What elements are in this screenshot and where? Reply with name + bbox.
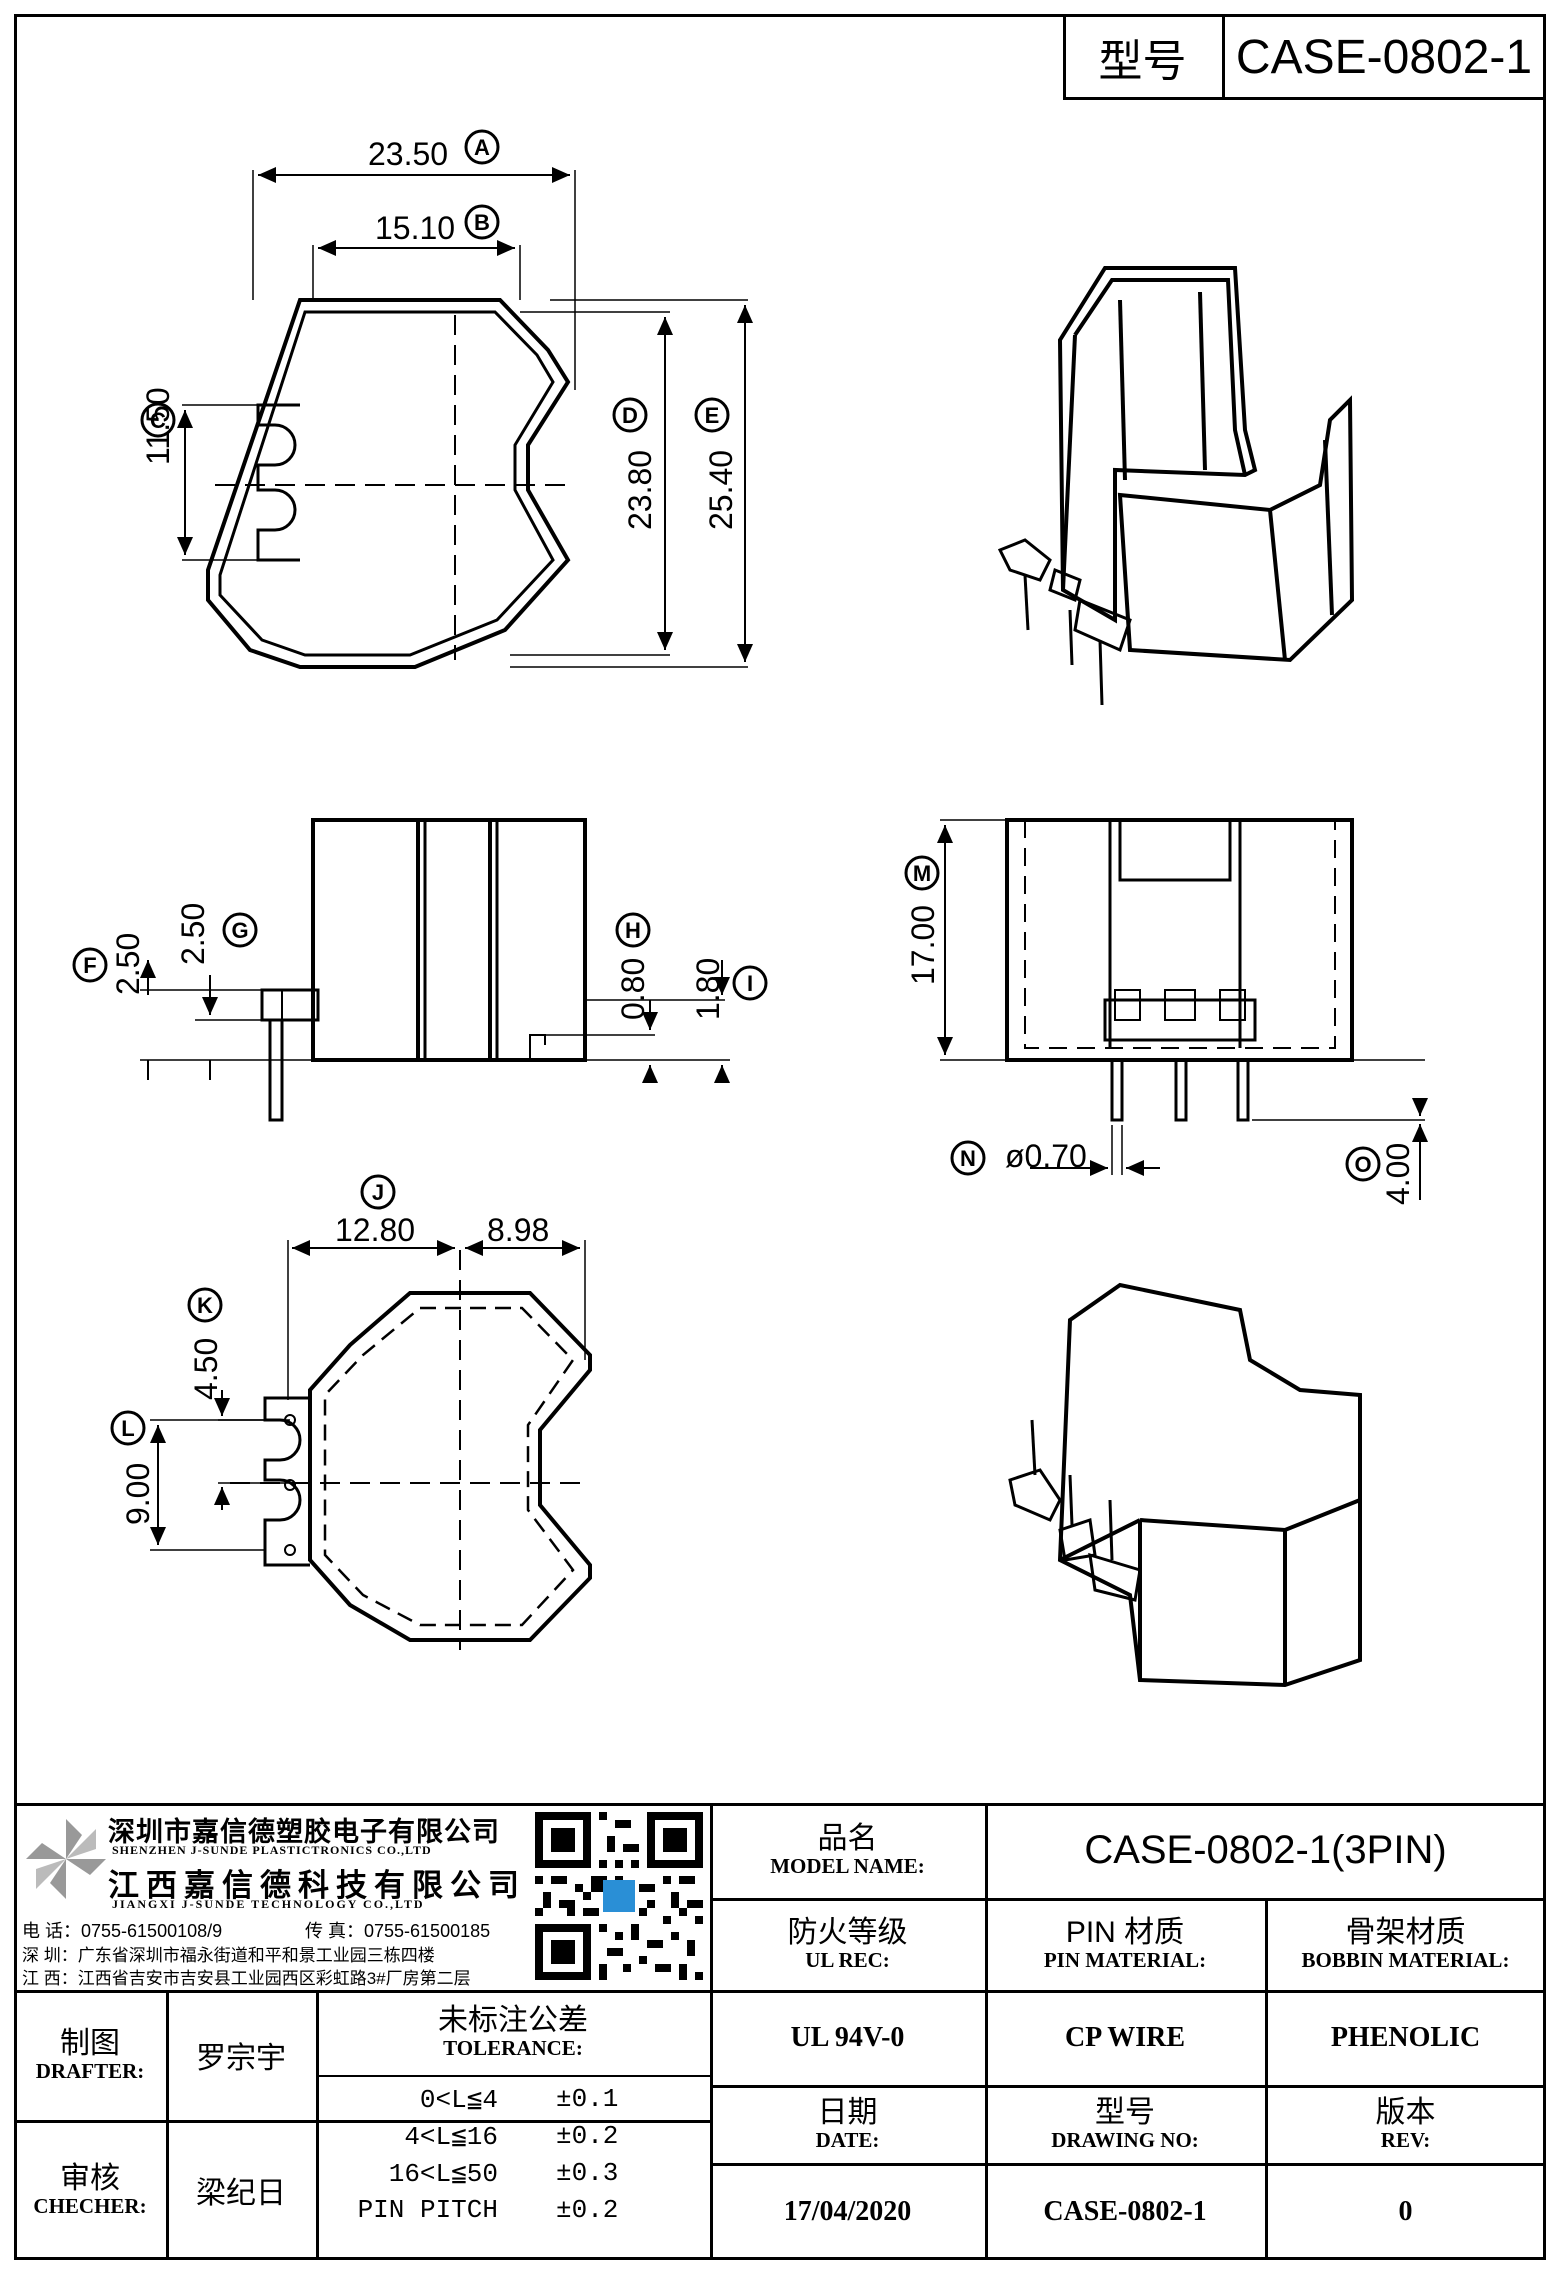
svg-text:E: E [705, 403, 720, 428]
dim-c: 11.50 [140, 387, 176, 465]
ul-label: 防火等级 UL REC: [787, 1915, 908, 1972]
tolerance-row: 16<L≦50 ±0.3 [388, 2158, 619, 2189]
front-view-body [311, 818, 587, 1062]
bobbin-material-label: 骨架材质 BOBBIN MATERIAL: [1301, 1915, 1510, 1972]
dim-f: 2.50 [110, 932, 146, 995]
company-addr-jx: 江 西：江西省吉安市吉安县工业园西区彩虹路3#厂房第二层 [22, 1969, 471, 1988]
dim-l: 9.00 [120, 1462, 156, 1525]
date-value: 17/04/2020 [783, 2195, 912, 2227]
dim-j2: 8.98 [487, 1212, 550, 1248]
callout-c: C [140, 402, 176, 438]
svg-text:M: M [913, 861, 931, 886]
svg-text:F: F [83, 953, 96, 978]
top-view-outline [206, 298, 571, 669]
dim-o: 4.00 [1380, 1142, 1416, 1205]
company-name-jx-en: JIANGXI J-SUNDE TECHNOLOGY CO.,LTD [112, 1897, 425, 1911]
dim-b: 15.10 [375, 210, 456, 246]
model-name-value: CASE-0802-1(3PIN) [1084, 1828, 1447, 1872]
top-view-pin-tab [256, 403, 300, 562]
dim-h: 0.80 [615, 957, 651, 1020]
dim-g: 2.50 [175, 902, 211, 965]
callout-f: F [72, 947, 108, 983]
svg-text:B: B [474, 210, 490, 235]
dim-j: 12.80 [335, 1212, 416, 1248]
company-addr-sz: 深 圳：广东省深圳市福永街道和平和景工业园三栋四楼 [22, 1946, 435, 1965]
callout-l: L [110, 1410, 146, 1446]
iso-view-bottom [1008, 1282, 1362, 1688]
callout-b: B [464, 204, 500, 240]
svg-text:G: G [231, 918, 248, 943]
ul-value: UL 94V-0 [790, 2021, 905, 2053]
tolerance-label: 未标注公差 TOLERANCE: [438, 2004, 588, 2061]
technical-drawing: A B C D E F G H I J K L M N O [72, 129, 1428, 1688]
svg-text:A: A [474, 135, 490, 160]
bottom-view-outline [308, 1291, 592, 1642]
model-name-label: 品名 MODEL NAME: [770, 1822, 925, 1879]
company-fax: 传 真：0755-61500185 [305, 1921, 491, 1941]
drawing-no-label: 型号 DRAWING NO: [1051, 2095, 1199, 2152]
svg-text:O: O [1354, 1152, 1371, 1177]
drafter-label: 制图 DRAFTER: [35, 2026, 145, 2083]
dim-a: 23.50 [368, 136, 449, 172]
callout-o: O [1345, 1146, 1381, 1182]
header-model-box [1063, 14, 1546, 100]
checker-value: 梁纪日 [196, 2177, 286, 2210]
drafter-value: 罗宗宇 [196, 2042, 286, 2075]
company-name-sz: 深圳市嘉信德塑胶电子有限公司 [108, 1817, 500, 1847]
dim-i: 1.80 [690, 957, 726, 1020]
dim-d: 23.80 [622, 449, 658, 530]
checker-label: 审核 CHECHER: [33, 2161, 147, 2218]
svg-text:C: C [150, 408, 166, 433]
side-view-body [1005, 818, 1354, 1062]
callout-h: H [615, 912, 651, 948]
drawing-frame [14, 14, 1546, 2260]
dim-k: 4.50 [188, 1337, 224, 1400]
callout-a: A [464, 129, 500, 165]
iso-view-top [997, 266, 1355, 706]
svg-text:L: L [121, 1416, 134, 1441]
pin-material-label: PIN 材质 PIN MATERIAL: [1043, 1915, 1207, 1972]
svg-text:H: H [625, 918, 641, 943]
svg-text:I: I [747, 971, 753, 996]
svg-text:J: J [372, 1180, 384, 1205]
callout-m: M [904, 855, 940, 891]
tolerance-row: 4<L≦16 ±0.2 [404, 2121, 619, 2152]
bobbin-material-value: PHENOLIC [1330, 2021, 1481, 2053]
callout-n: N [950, 1140, 986, 1176]
bottom-view [150, 1240, 592, 1650]
rev-value: 0 [1398, 2195, 1413, 2227]
dim-m: 17.00 [905, 904, 941, 985]
top-view [177, 167, 753, 669]
drawing-no-value: CASE-0802-1 [1043, 2195, 1207, 2227]
callout-j: J [360, 1174, 396, 1210]
svg-text:K: K [197, 1293, 213, 1318]
header-model-value: CASE-0802-1 [1235, 30, 1533, 84]
company-logo [22, 1815, 110, 1903]
dim-n: ø0.70 [1005, 1138, 1087, 1174]
tolerance-table: 0<L≦4 ±0.1 4<L≦16 ±0.2 16<L≦50 ±0.3 PIN … [316, 2080, 710, 2255]
callout-g: G [222, 912, 258, 948]
front-view [140, 818, 730, 1122]
callout-e: E [694, 397, 730, 433]
callout-i: I [732, 965, 768, 1001]
svg-text:N: N [960, 1146, 976, 1171]
header-model-label: 型号 [1098, 37, 1187, 86]
callout-k: K [187, 1287, 223, 1323]
tolerance-row: 0<L≦4 ±0.1 [419, 2084, 619, 2115]
company-name-jx: 江西嘉信德科技有限公司 [108, 1868, 526, 1903]
company-phone: 电 话：0755-61500108/9 [22, 1921, 223, 1941]
rev-label: 版本 REV: [1375, 2095, 1436, 2152]
date-label: 日期 DATE: [815, 2095, 880, 2152]
pin-material-value: CP WIRE [1064, 2021, 1186, 2053]
side-view [937, 818, 1428, 1200]
callout-d: D [612, 397, 648, 433]
tolerance-row: PIN PITCH ±0.2 [357, 2195, 619, 2225]
company-name-sz-en: SHENZHEN J-SUNDE PLASTICTRONICS CO.,LTD [112, 1843, 432, 1857]
svg-text:D: D [622, 403, 638, 428]
callout-group: A B C D E F G H I J K L M N O [72, 129, 1381, 1446]
qr-code [535, 1811, 703, 1981]
dim-e: 25.40 [703, 449, 739, 530]
